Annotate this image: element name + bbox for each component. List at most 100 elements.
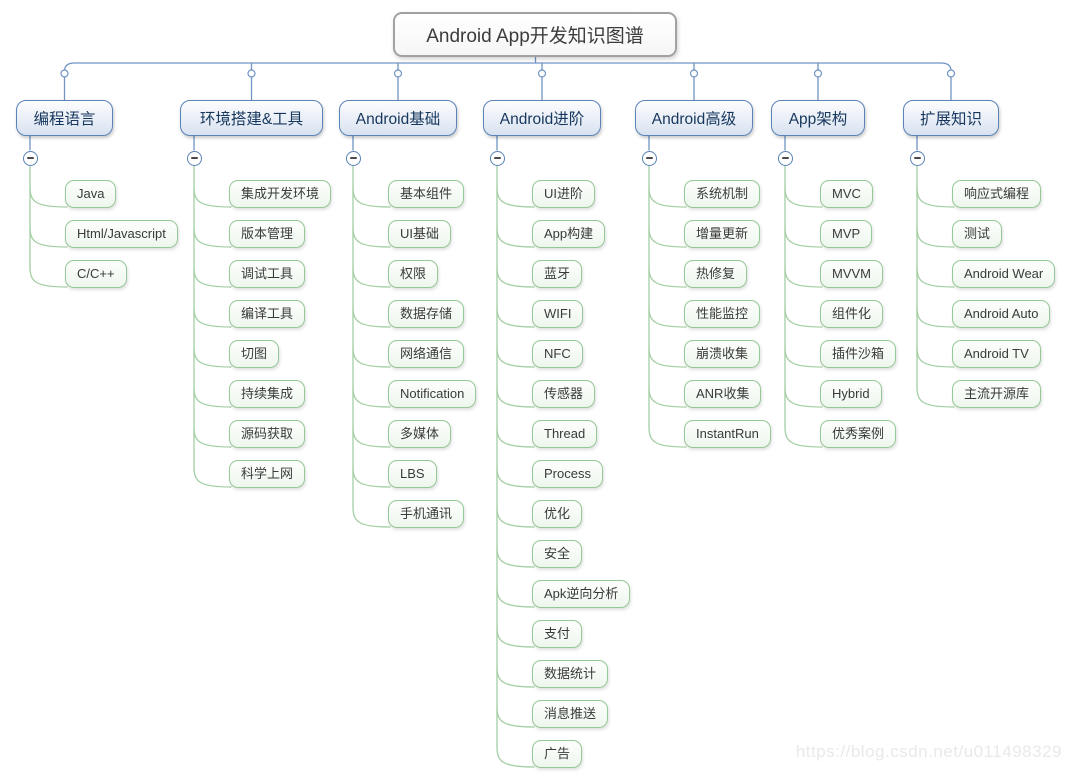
child-connector-line [496,386,535,408]
child-node[interactable]: 切图 [229,340,280,368]
child-node[interactable]: 蓝牙 [532,260,583,288]
child-node[interactable]: Android Auto [952,300,1051,328]
child-node[interactable]: NFC [532,340,583,368]
child-node[interactable]: Android Wear [952,260,1056,288]
child-connector-line [784,426,823,448]
minus-circle-icon[interactable] [489,150,505,166]
child-node[interactable]: 测试 [952,220,1003,248]
child-connector-line [29,186,68,208]
root-node[interactable]: Android App开发知识图谱 [393,12,677,57]
minus-bar [781,157,789,159]
child-node[interactable]: Android TV [952,340,1041,368]
child-connector-line [784,266,823,288]
child-node[interactable]: 基本组件 [388,180,465,208]
child-node[interactable]: Notification [388,380,477,408]
child-node[interactable]: Java [65,180,117,208]
child-node[interactable]: C/C++ [65,260,127,288]
branch-node[interactable]: 扩展知识 [903,100,999,136]
child-node[interactable]: 版本管理 [229,220,306,248]
child-node[interactable]: 源码获取 [229,420,306,448]
child-node[interactable]: 广告 [532,740,583,768]
child-node[interactable]: 插件沙箱 [820,340,897,368]
child-node[interactable]: 编译工具 [229,300,306,328]
child-node[interactable]: 调试工具 [229,260,306,288]
child-connector-line [496,226,535,248]
child-connector-line [916,186,955,208]
child-node[interactable]: Hybrid [820,380,882,408]
child-node[interactable]: UI进阶 [532,180,596,208]
minus-circle-icon[interactable] [641,150,657,166]
child-node[interactable]: 性能监控 [684,300,761,328]
child-connector-line [916,306,955,328]
child-connector-line [352,466,391,488]
child-node[interactable]: 增量更新 [684,220,761,248]
child-node[interactable]: WIFI [532,300,584,328]
child-node[interactable]: 组件化 [820,300,884,328]
branch-node[interactable]: App架构 [771,100,865,136]
child-connector-line [496,306,535,328]
child-node[interactable]: 消息推送 [532,700,609,728]
child-node[interactable]: 优化 [532,500,583,528]
minus-circle-icon[interactable] [22,150,38,166]
child-connector-line [496,746,535,768]
child-node[interactable]: 响应式编程 [952,180,1042,208]
child-node[interactable]: 科学上网 [229,460,306,488]
child-connector-line [352,346,391,368]
child-node[interactable]: InstantRun [684,420,771,448]
child-node[interactable]: App构建 [532,220,606,248]
child-node[interactable]: 网络通信 [388,340,465,368]
child-connector-line [496,626,535,648]
minus-bar [190,157,198,159]
child-node[interactable]: 多媒体 [388,420,452,448]
branch-node[interactable]: Android高级 [635,100,753,136]
minus-bar [913,157,921,159]
branch-node[interactable]: 编程语言 [16,100,113,136]
child-connector-line [352,306,391,328]
child-node[interactable]: MVVM [820,260,883,288]
child-node[interactable]: 支付 [532,620,583,648]
child-connector-line [193,306,232,328]
child-node[interactable]: LBS [388,460,437,488]
child-connector-line [352,186,391,208]
minus-circle-icon[interactable] [909,150,925,166]
child-node[interactable]: 崩溃收集 [684,340,761,368]
child-node[interactable]: 权限 [388,260,439,288]
child-node[interactable]: 主流开源库 [952,380,1042,408]
child-connector-line [352,266,391,288]
child-connector-line [352,506,391,528]
child-node[interactable]: Process [532,460,603,488]
child-connector-line [784,386,823,408]
child-connector-line [352,226,391,248]
child-node[interactable]: 系统机制 [684,180,761,208]
child-node[interactable]: 数据统计 [532,660,609,688]
child-connector-line [193,386,232,408]
child-node[interactable]: Thread [532,420,598,448]
branch-node[interactable]: Android基础 [339,100,457,136]
child-node[interactable]: 热修复 [684,260,748,288]
child-node[interactable]: MVC [820,180,873,208]
minus-bar [493,157,501,159]
minus-circle-icon[interactable] [777,150,793,166]
child-node[interactable]: 手机通讯 [388,500,465,528]
top-rail-line [63,62,952,72]
child-node[interactable]: 优秀案例 [820,420,897,448]
child-node[interactable]: 数据存储 [388,300,465,328]
child-node[interactable]: ANR收集 [684,380,762,408]
child-connector-line [648,306,687,328]
minus-circle-icon[interactable] [186,150,202,166]
child-node[interactable]: MVP [820,220,873,248]
child-node[interactable]: 持续集成 [229,380,306,408]
child-connector-line [352,386,391,408]
minus-circle-icon[interactable] [345,150,361,166]
child-node[interactable]: Apk逆向分析 [532,580,631,608]
child-node[interactable]: 安全 [532,540,583,568]
child-node[interactable]: 传感器 [532,380,596,408]
child-node[interactable]: 集成开发环境 [229,180,332,208]
branch-node[interactable]: Android进阶 [483,100,601,136]
branch-node[interactable]: 环境搭建&工具 [180,100,323,136]
child-node[interactable]: UI基础 [388,220,452,248]
child-connector-line [648,346,687,368]
child-node[interactable]: Html/Javascript [65,220,178,248]
child-connector-line [496,506,535,528]
